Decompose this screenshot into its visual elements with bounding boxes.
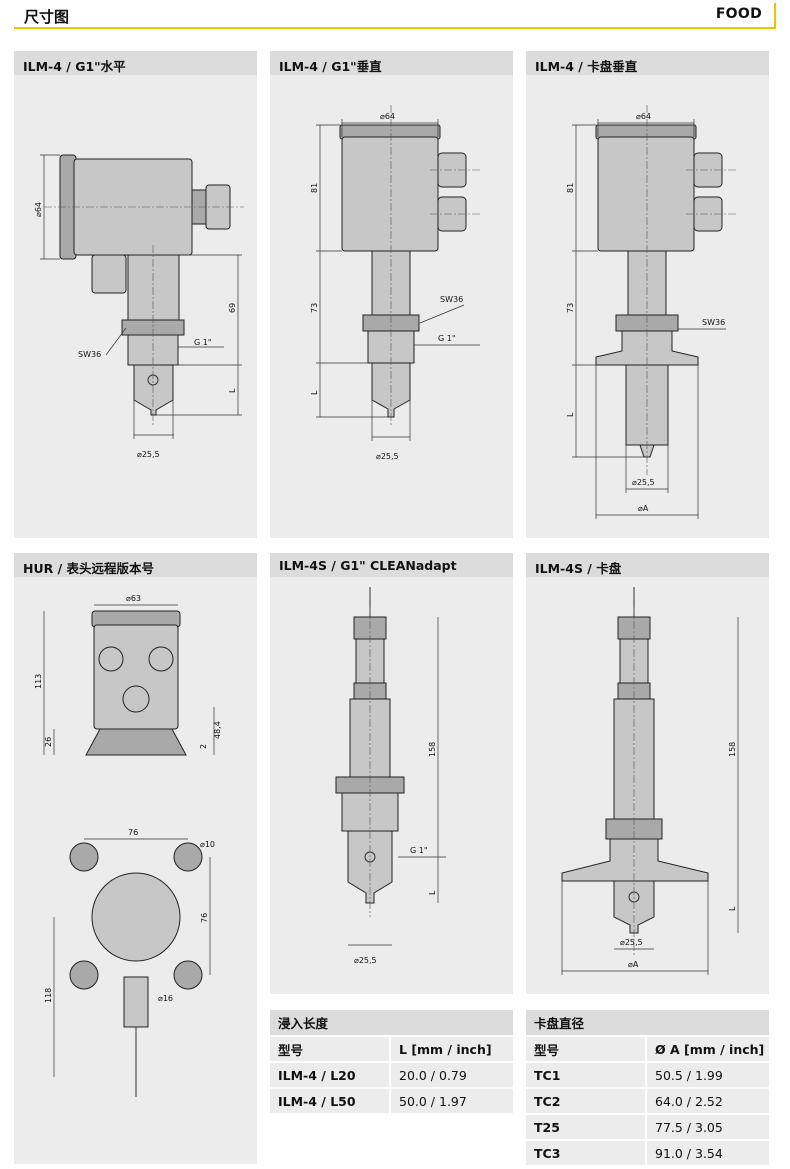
dim-length-l: L — [728, 906, 737, 911]
cable-gland-left — [98, 646, 124, 672]
dim-diameter-16: ⌀16 — [158, 994, 173, 1003]
table-title: 浸入长度 — [270, 1010, 513, 1037]
housing — [597, 136, 695, 252]
dim-diameter-64: ⌀64 — [34, 202, 43, 217]
dim-height-118: 118 — [44, 988, 53, 1003]
dim-height-73: 73 — [566, 303, 575, 313]
drawing-hur-remote-head: ⌀63 113 26 48,4 2 76 ⌀10 76 118 ⌀16 — [34, 594, 222, 1097]
dim-height-2: 2 — [199, 744, 208, 749]
panel-title: ILM-4S / G1" CLEANadapt — [270, 553, 513, 577]
dim-height-158: 158 — [728, 742, 737, 757]
panel-title: HUR / 表头远程版本号 — [14, 553, 257, 577]
dim-width-76: 76 — [128, 828, 138, 837]
dim-diameter-a: ⌀A — [638, 504, 649, 513]
dim-length-l: L — [310, 390, 319, 395]
col-header-model: 型号 — [526, 1036, 647, 1063]
category-tag: FOOD — [715, 6, 762, 22]
table-row: TC2 64.0 / 2.52 — [526, 1088, 769, 1115]
page-title: 尺寸图 — [24, 8, 70, 26]
cable-gland-center — [122, 685, 150, 713]
label-g1: G 1" — [194, 338, 212, 347]
probe-tip — [133, 364, 174, 416]
thread-g1 — [341, 792, 399, 832]
header-bar: 尺寸图 FOOD — [14, 3, 776, 29]
table-row: ILM-4 / L50 50.0 / 1.97 — [270, 1088, 513, 1115]
col-header-model: 型号 — [270, 1036, 391, 1063]
drawing-ilm4-clamp-vertical: ⌀64 81 73 L SW36 ⌀25,5 ⌀A — [566, 105, 736, 519]
label-sw36: SW36 — [702, 318, 725, 327]
table-row: T25 77.5 / 3.05 — [526, 1114, 769, 1141]
col-header-value: Ø A [mm / inch] — [646, 1036, 769, 1063]
dim-length-l: L — [428, 890, 437, 895]
dim-diameter-64: ⌀64 — [380, 112, 395, 121]
dim-height-113: 113 — [34, 674, 43, 689]
cable-gland-right — [148, 646, 174, 672]
table-immersion-length: 浸入长度 型号 L [mm / inch] ILM-4 / L20 20.0 /… — [270, 1010, 513, 1115]
panel-title: ILM-4 / G1"垂直 — [270, 51, 513, 75]
dim-diameter-25-5: ⌀25,5 — [632, 478, 655, 487]
table-title: 卡盘直径 — [526, 1010, 769, 1037]
table-row: TC1 50.5 / 1.99 — [526, 1062, 769, 1089]
panel-title: ILM-4S / 卡盘 — [526, 553, 769, 577]
table-row: ILM-4 / L20 20.0 / 0.79 — [270, 1062, 513, 1089]
panel-ilm4s-g1-cleanadapt: ILM-4S / G1" CLEANadapt 158 L G 1" ⌀25,5 — [270, 553, 513, 994]
mount-lug — [69, 842, 99, 872]
dim-diameter-25-5: ⌀25,5 — [376, 452, 399, 461]
panel-ilm4-clamp-vertical: ILM-4 / 卡盘垂直 ⌀64 81 73 L SW36 ⌀25,5 — [526, 51, 769, 538]
dim-height-69: 69 — [228, 303, 237, 313]
dim-height-81: 81 — [310, 183, 319, 193]
dim-height-48-4: 48,4 — [213, 721, 222, 739]
dim-height-26: 26 — [44, 737, 53, 747]
dim-diameter-a: ⌀A — [628, 960, 639, 969]
dim-diameter-25-5: ⌀25,5 — [137, 450, 160, 459]
dim-diameter-25-5: ⌀25,5 — [354, 956, 377, 965]
drawing-ilm4-g1-vertical: ⌀64 81 73 L SW36 G 1" ⌀25,5 — [310, 105, 480, 461]
drawing-ilm4-g1-horizontal: ⌀64 69 L SW36 G 1" ⌀25,5 — [34, 154, 244, 459]
dim-length-l: L — [566, 412, 575, 417]
panel-ilm4-g1-vertical: ILM-4 / G1"垂直 ⌀64 81 73 L SW36 G 1" ⌀25 — [270, 51, 513, 538]
label-sw36: SW36 — [440, 295, 463, 304]
panel-title: ILM-4 / 卡盘垂直 — [526, 51, 769, 75]
panel-ilm4-g1-horizontal: ILM-4 / G1"水平 ⌀64 69 L SW36 — [14, 51, 257, 538]
label-g1: G 1" — [438, 334, 456, 343]
dim-height-81: 81 — [566, 183, 575, 193]
drawing-ilm4s-clamp: 158 L ⌀25,5 ⌀A — [561, 587, 739, 975]
col-header-value: L [mm / inch] — [390, 1036, 513, 1063]
housing — [93, 624, 179, 730]
neck — [127, 254, 180, 321]
table-row: TC3 91.0 / 3.54 — [526, 1140, 769, 1167]
dim-diameter-64: ⌀64 — [636, 112, 651, 121]
housing — [341, 136, 439, 252]
cable-gland-bottom — [91, 254, 127, 294]
label-g1: G 1" — [410, 846, 428, 855]
dim-height-76: 76 — [200, 913, 209, 923]
drawing-ilm4s-g1-cleanadapt: 158 L G 1" ⌀25,5 — [335, 587, 446, 965]
mounting-bracket — [85, 728, 187, 756]
dim-diameter-63: ⌀63 — [126, 594, 141, 603]
clamp-flange — [561, 838, 709, 882]
dim-length-l: L — [228, 388, 237, 393]
housing-top-view — [91, 872, 181, 962]
panel-hur-remote-head: HUR / 表头远程版本号 ⌀63 113 26 48,4 2 76 ⌀10 7… — [14, 553, 257, 1164]
dim-diameter-25-5: ⌀25,5 — [620, 938, 643, 947]
dim-height-73: 73 — [310, 303, 319, 313]
panel-ilm4s-clamp: ILM-4S / 卡盘 158 L ⌀25,5 ⌀A — [526, 553, 769, 994]
dim-diameter-10: ⌀10 — [200, 840, 215, 849]
panel-title: ILM-4 / G1"水平 — [14, 51, 257, 75]
table-clamp-diameter: 卡盘直径 型号 Ø A [mm / inch] TC1 50.5 / 1.99 … — [526, 1010, 769, 1167]
cable-connector — [123, 976, 149, 1028]
label-sw36: SW36 — [78, 350, 101, 359]
dim-height-158: 158 — [428, 742, 437, 757]
